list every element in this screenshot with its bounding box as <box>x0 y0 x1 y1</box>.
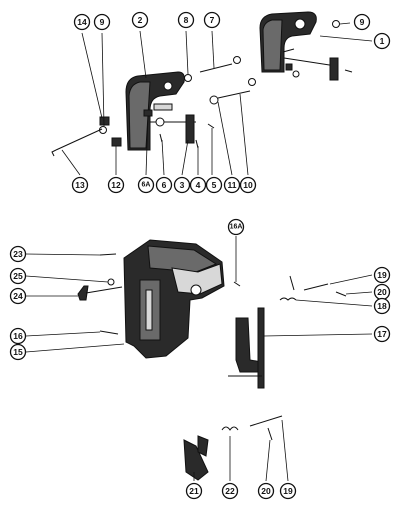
callout-15: 15 <box>9 343 27 361</box>
callout-11: 11 <box>223 176 241 194</box>
callout-19-bottom: 19 <box>279 482 297 500</box>
callout-20-bottom: 20 <box>257 482 275 500</box>
svg-text:25: 25 <box>13 271 23 281</box>
callout-18: 18 <box>373 297 391 315</box>
svg-text:24: 24 <box>13 291 23 301</box>
svg-text:3: 3 <box>180 180 185 190</box>
svg-text:20: 20 <box>377 287 387 297</box>
svg-text:19: 19 <box>377 270 387 280</box>
svg-text:8: 8 <box>184 15 189 25</box>
svg-text:22: 22 <box>225 486 235 496</box>
svg-text:21: 21 <box>189 486 199 496</box>
callout-23: 23 <box>9 245 27 263</box>
callout-8: 8 <box>177 11 195 29</box>
callout-9-left: 9 <box>93 13 111 31</box>
callout-14: 14 <box>73 13 91 31</box>
swivel-bracket <box>123 239 225 359</box>
top-small-parts <box>51 20 353 157</box>
svg-text:16A: 16A <box>230 224 243 231</box>
callout-24: 24 <box>9 287 27 305</box>
svg-text:6: 6 <box>162 180 167 190</box>
svg-text:18: 18 <box>377 301 387 311</box>
svg-text:20: 20 <box>261 486 271 496</box>
callout-22: 22 <box>221 482 239 500</box>
callout-3: 3 <box>173 176 191 194</box>
callout-19-middle: 19 <box>373 266 391 284</box>
svg-text:2: 2 <box>138 15 143 25</box>
svg-text:12: 12 <box>111 180 121 190</box>
callout-13: 13 <box>71 176 89 194</box>
svg-text:5: 5 <box>212 180 217 190</box>
callout-10: 10 <box>239 176 257 194</box>
svg-text:16: 16 <box>13 331 23 341</box>
callout-7: 7 <box>203 11 221 29</box>
svg-text:4: 4 <box>196 180 201 190</box>
svg-text:11: 11 <box>228 180 237 190</box>
svg-text:10: 10 <box>243 180 253 190</box>
leader-lines <box>25 22 373 482</box>
callout-17: 17 <box>373 325 391 343</box>
svg-text:14: 14 <box>77 17 87 27</box>
callout-4: 4 <box>189 176 207 194</box>
svg-text:15: 15 <box>13 347 23 357</box>
callout-16: 16 <box>9 327 27 345</box>
callout-20-middle: 20 <box>373 283 391 301</box>
svg-text:9: 9 <box>360 17 365 27</box>
callout-6a: 6A <box>137 176 155 194</box>
clamp-bracket-left <box>125 71 185 151</box>
svg-text:7: 7 <box>210 15 215 25</box>
callout-25: 25 <box>9 267 27 285</box>
svg-text:19: 19 <box>283 486 293 496</box>
callout-2: 2 <box>131 11 149 29</box>
svg-text:9: 9 <box>100 17 105 27</box>
bottom-small-parts <box>183 415 283 481</box>
svg-text:6A: 6A <box>142 182 151 189</box>
svg-text:1: 1 <box>380 36 385 46</box>
callout-6: 6 <box>155 176 173 194</box>
callout-12: 12 <box>107 176 125 194</box>
clamp-bracket-right <box>259 11 339 81</box>
svg-text:17: 17 <box>377 329 387 339</box>
callout-9-right: 9 <box>353 13 371 31</box>
svg-text:23: 23 <box>13 249 23 259</box>
svg-text:13: 13 <box>75 180 85 190</box>
callout-21: 21 <box>185 482 203 500</box>
callout-5: 5 <box>205 176 223 194</box>
callout-16a: 16A <box>227 218 245 236</box>
callout-1: 1 <box>373 32 391 50</box>
middle-small-parts <box>77 253 347 389</box>
clamp-screw-left <box>150 114 196 144</box>
